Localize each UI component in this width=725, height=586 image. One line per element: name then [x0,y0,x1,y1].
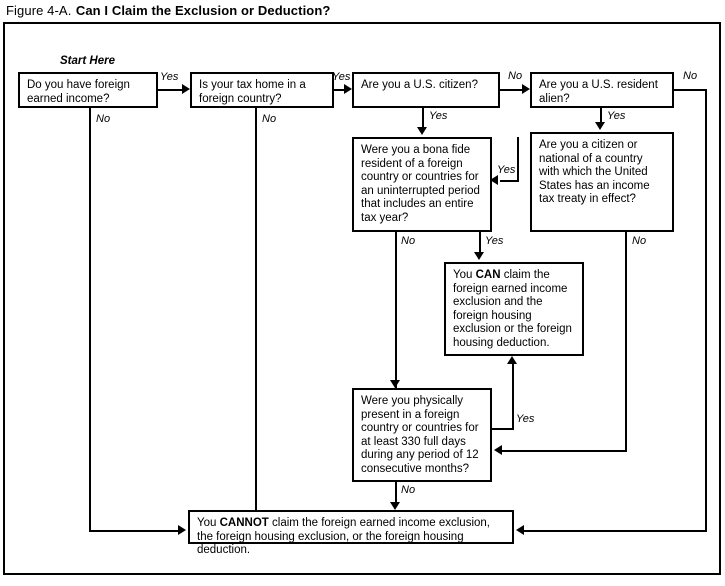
node-tax-home-foreign-country: Is your tax home in a foreign country? [190,72,334,108]
edge-q6-yes-vline [517,137,519,182]
edge-q5-no-vline [395,232,397,388]
edge-label-q3-yes: Yes [429,110,448,122]
edge-q2-yes-arrow [344,84,352,94]
edge-q2-no-vline [255,108,257,530]
node-tax-treaty: Are you a citizen or national of a count… [530,132,674,232]
node-result-can-claim: You CAN claim the foreign earned income … [444,262,584,356]
edge-q4-no-hline-top [674,89,707,91]
can-text-post: claim the foreign earned income exclusio… [453,269,572,349]
page-title: Can I Claim the Exclusion or Deduction? [75,3,331,18]
figure-title-bar: Figure 4-A. Can I Claim the Exclusion or… [6,2,706,20]
edge-q6-no-arrow [494,445,502,455]
edge-label-q4-no: No [683,70,698,82]
edge-label-q1-no: No [96,113,111,125]
edge-label-q1-yes: Yes [160,71,179,83]
edge-q6-no-hline [502,450,627,452]
flowchart-frame: Start Here Do you have foreign earned in… [3,22,721,575]
node-result-cannot-claim: You CANNOT claim the foreign earned inco… [188,510,514,556]
edge-q7-yes-vline [512,364,514,430]
edge-label-q6-no: No [632,235,647,247]
edge-q4-no-arrow [516,525,524,535]
edge-q1-no-vline [89,108,91,530]
edge-q3-yes-arrow [417,127,427,135]
can-text-pre: You [453,269,476,281]
edge-q1-no-arrow [178,525,186,535]
edge-label-q4-yes: Yes [607,110,626,122]
edge-q1-yes-arrow [182,84,190,94]
edge-q7-yes-hline [492,428,514,430]
cannot-text-pre: You [197,517,220,529]
edge-label-q5-yes: Yes [485,235,504,247]
start-here-label: Start Here [60,55,115,67]
cannot-text-post: claim the foreign earned income exclusio… [197,517,490,557]
edge-q7-yes-arrow [507,356,517,364]
edge-label-q2-yes: Yes [332,71,351,83]
edge-q4-no-hline-bottom [524,530,707,532]
edge-q4-yes-vline [600,108,602,124]
edge-q3-no-line [500,89,524,91]
edge-q5-no-arrow [390,380,400,388]
edge-label-q7-yes: Yes [516,413,535,425]
edge-q1-no-hline [89,530,180,532]
node-us-resident-alien: Are you a U.S. resident alien? [530,72,674,108]
edge-label-q5-no: No [401,235,416,247]
edge-q5-yes-vline [479,232,481,254]
cannot-text-emphasis: CANNOT [219,517,269,529]
edge-q6-yes-arrow [490,175,498,185]
edge-q7-no-vline [395,482,397,504]
edge-q3-no-arrow [522,84,530,94]
can-text-emphasis: CAN [475,269,501,281]
node-physical-presence-test: Were you physically present in a foreign… [352,388,492,482]
edge-q5-yes-arrow [474,252,484,260]
edge-q7-no-arrow [390,502,400,510]
node-bona-fide-residence-test: Were you a bona fide resident of a forei… [352,137,492,232]
edge-q1-yes-line [158,89,184,91]
figure-number: Figure 4-A. [6,3,72,18]
edge-q2-yes-line [334,89,346,91]
edge-label-q3-no: No [508,70,523,82]
node-us-citizen: Are you a U.S. citizen? [352,72,500,108]
edge-q4-no-vline [705,89,707,530]
edge-label-q6-yes: Yes [497,164,516,176]
edge-label-q7-no: No [401,484,416,496]
edge-q3-yes-vline [422,108,424,129]
edge-q6-no-vline [625,232,627,452]
edge-q4-yes-arrow [595,122,605,130]
edge-label-q2-no: No [262,113,277,125]
node-foreign-earned-income: Do you have foreign earned income? [18,72,158,108]
edge-q6-yes-hline [500,180,519,182]
